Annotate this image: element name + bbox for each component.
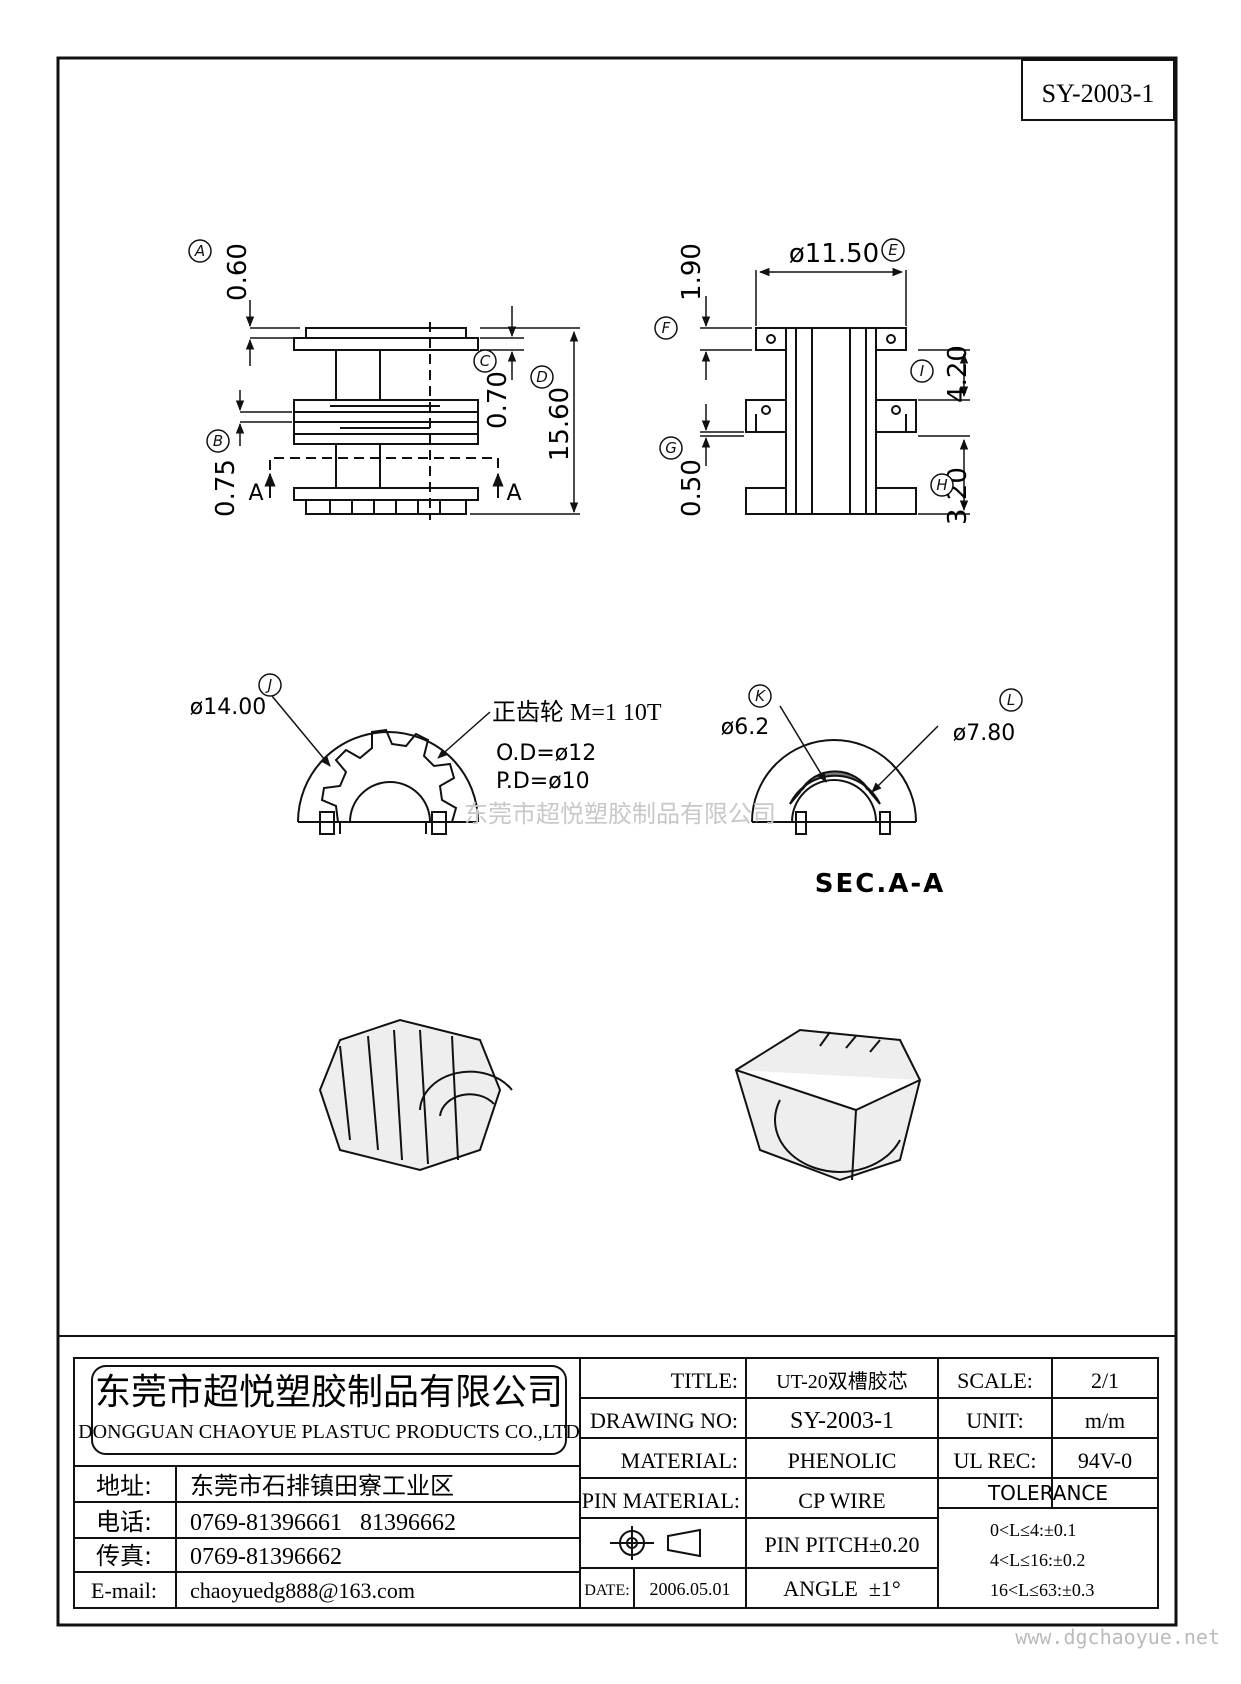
title-value: UT-20双槽胶芯 bbox=[776, 1370, 907, 1393]
dim-c-value: 0.70 bbox=[483, 371, 513, 429]
isometric-view-left bbox=[318, 1018, 513, 1172]
scale-label: SCALE: bbox=[957, 1368, 1033, 1393]
address-value: 东莞市石排镇田寮工业区 bbox=[190, 1472, 454, 1500]
dim-i-value: 4.20 bbox=[943, 345, 973, 403]
gear-top-view bbox=[297, 728, 479, 835]
dim-d-value: 15.60 bbox=[545, 387, 575, 461]
fax-label: 传真: bbox=[96, 1542, 152, 1570]
dim-j-value: ø14.00 bbox=[190, 695, 266, 720]
title-block-lines bbox=[58, 1335, 1176, 1609]
dim-l-value: ø7.80 bbox=[953, 721, 1015, 746]
gear-note-line3: P.D=ø10 bbox=[496, 769, 590, 794]
callout-l: L bbox=[1007, 691, 1015, 709]
address-label: 地址: bbox=[96, 1472, 152, 1500]
unit-label: UNIT: bbox=[966, 1408, 1024, 1433]
drawing-no-label: DRAWING NO: bbox=[590, 1408, 738, 1433]
drawing-number-tag-box bbox=[1021, 59, 1175, 121]
phone-label: 电话: bbox=[96, 1508, 152, 1536]
pin-material-value: CP WIRE bbox=[798, 1488, 885, 1513]
watermark: 东莞市超悦塑胶制品有限公司 bbox=[464, 800, 776, 828]
phone-value: 0769-81396661 81396662 bbox=[190, 1510, 456, 1536]
title-label: TITLE: bbox=[671, 1368, 738, 1393]
callout-b: B bbox=[213, 432, 223, 450]
tolerance-3: 16<L≤63:±0.3 bbox=[990, 1580, 1094, 1600]
section-view bbox=[751, 739, 917, 835]
callout-d: D bbox=[536, 368, 548, 386]
gear-note-line1: 正齿轮 M=1 10T bbox=[492, 699, 662, 726]
isometric-view-right bbox=[734, 1028, 922, 1182]
drawing-number-tag: SY-2003-1 bbox=[1042, 79, 1155, 108]
ul-value: 94V-0 bbox=[1078, 1448, 1132, 1473]
email-value: chaoyuedg888@163.com bbox=[190, 1578, 415, 1603]
scale-value: 2/1 bbox=[1091, 1368, 1119, 1393]
dim-g-value: 0.50 bbox=[677, 459, 707, 517]
unit-value: m/m bbox=[1085, 1408, 1125, 1433]
dim-b-value: 0.75 bbox=[211, 459, 241, 517]
ul-label: UL REC: bbox=[954, 1448, 1037, 1473]
material-value: PHENOLIC bbox=[788, 1448, 897, 1473]
tolerance-1: 0<L≤4:±0.1 bbox=[990, 1520, 1076, 1540]
dim-k-value: ø6.2 bbox=[721, 715, 769, 740]
callout-k: K bbox=[755, 687, 766, 705]
projection-symbol bbox=[610, 1526, 701, 1560]
gear-note-line2: O.D=ø12 bbox=[496, 741, 596, 766]
callout-a: A bbox=[194, 242, 205, 260]
date-value: 2006.05.01 bbox=[650, 1579, 731, 1599]
drawing-no-value: SY-2003-1 bbox=[790, 1408, 894, 1434]
company-name-en: DONGGUAN CHAOYUE PLASTUC PRODUCTS CO.,LT… bbox=[78, 1421, 580, 1443]
callout-i: I bbox=[920, 362, 925, 380]
fax-value: 0769-81396662 bbox=[190, 1544, 342, 1570]
callout-bubbles bbox=[188, 238, 1023, 712]
tolerance-2: 4<L≤16:±0.2 bbox=[990, 1550, 1085, 1570]
material-label: MATERIAL: bbox=[621, 1448, 738, 1473]
callout-e: E bbox=[888, 241, 898, 259]
dim-f-value: 1.90 bbox=[677, 243, 707, 301]
callout-c: C bbox=[480, 352, 491, 370]
side-view bbox=[745, 327, 917, 515]
email-label: E-mail: bbox=[91, 1578, 157, 1603]
company-name-cn: 东莞市超悦塑胶制品有限公司 bbox=[95, 1372, 563, 1413]
callout-f: F bbox=[662, 319, 671, 337]
tolerance-label: TOLERANCE bbox=[987, 1481, 1108, 1505]
callout-h: H bbox=[936, 476, 947, 494]
front-view bbox=[269, 322, 499, 520]
section-label: SEC.A-A bbox=[815, 869, 945, 899]
dim-a-value: 0.60 bbox=[223, 243, 253, 301]
dim-e-value: ø11.50 bbox=[789, 239, 879, 269]
callout-j: J bbox=[265, 676, 272, 694]
callout-g: G bbox=[665, 439, 677, 457]
pin-pitch: PIN PITCH±0.20 bbox=[764, 1532, 919, 1557]
angle: ANGLE ±1° bbox=[783, 1576, 900, 1601]
pin-material-label: PIN MATERIAL: bbox=[582, 1488, 740, 1513]
section-mark-left: A bbox=[248, 481, 263, 506]
website: www.dgchaoyue.net bbox=[1015, 1625, 1220, 1649]
section-mark-right: A bbox=[506, 481, 521, 506]
sheet-border bbox=[56, 56, 1178, 1627]
date-label: DATE: bbox=[584, 1582, 629, 1599]
